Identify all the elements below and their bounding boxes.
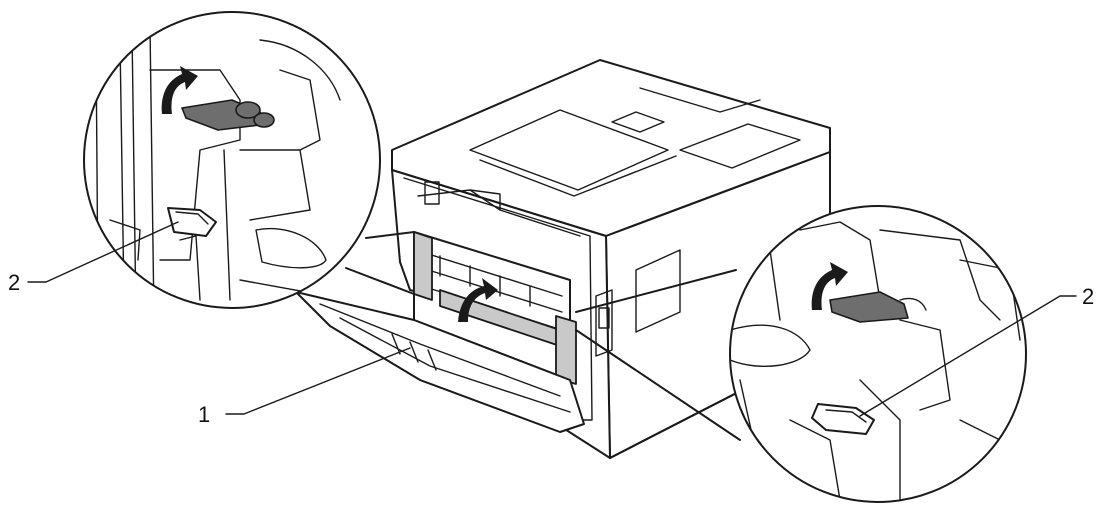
top-panel-slot-2 bbox=[679, 123, 801, 169]
left-magnifier-connector-bottom bbox=[345, 267, 415, 295]
leader-line-1 bbox=[225, 347, 411, 415]
lever-arrow-main bbox=[458, 278, 498, 322]
rear-port bbox=[595, 289, 613, 357]
callout-label-2-right: 2 bbox=[1082, 284, 1095, 309]
right-magnifier-connector-bottom bbox=[575, 329, 741, 441]
left-magnifier-connector-top bbox=[365, 231, 415, 239]
right-release-tab bbox=[811, 403, 875, 435]
top-panel-slot bbox=[611, 111, 665, 133]
fuser-lever-left bbox=[413, 231, 433, 301]
leader-line-2-right bbox=[859, 295, 1077, 417]
leader-line-2-left bbox=[27, 221, 179, 283]
left-magnifier bbox=[83, 11, 381, 309]
left-lever-arrow bbox=[161, 66, 198, 114]
side-vent bbox=[635, 249, 681, 333]
callout-label-2-left: 2 bbox=[8, 270, 21, 295]
right-lever-handle bbox=[829, 291, 909, 323]
fuser-lever-right bbox=[555, 315, 577, 385]
left-release-tab bbox=[167, 207, 217, 237]
callout-label-1: 1 bbox=[198, 402, 211, 427]
back-cover-open bbox=[295, 291, 585, 433]
right-lever-arrow bbox=[811, 262, 848, 310]
output-tray-recess bbox=[469, 109, 669, 191]
rear-opening-interior bbox=[413, 231, 613, 381]
right-magnifier bbox=[729, 205, 1027, 503]
right-magnifier-connector-top bbox=[575, 269, 737, 313]
